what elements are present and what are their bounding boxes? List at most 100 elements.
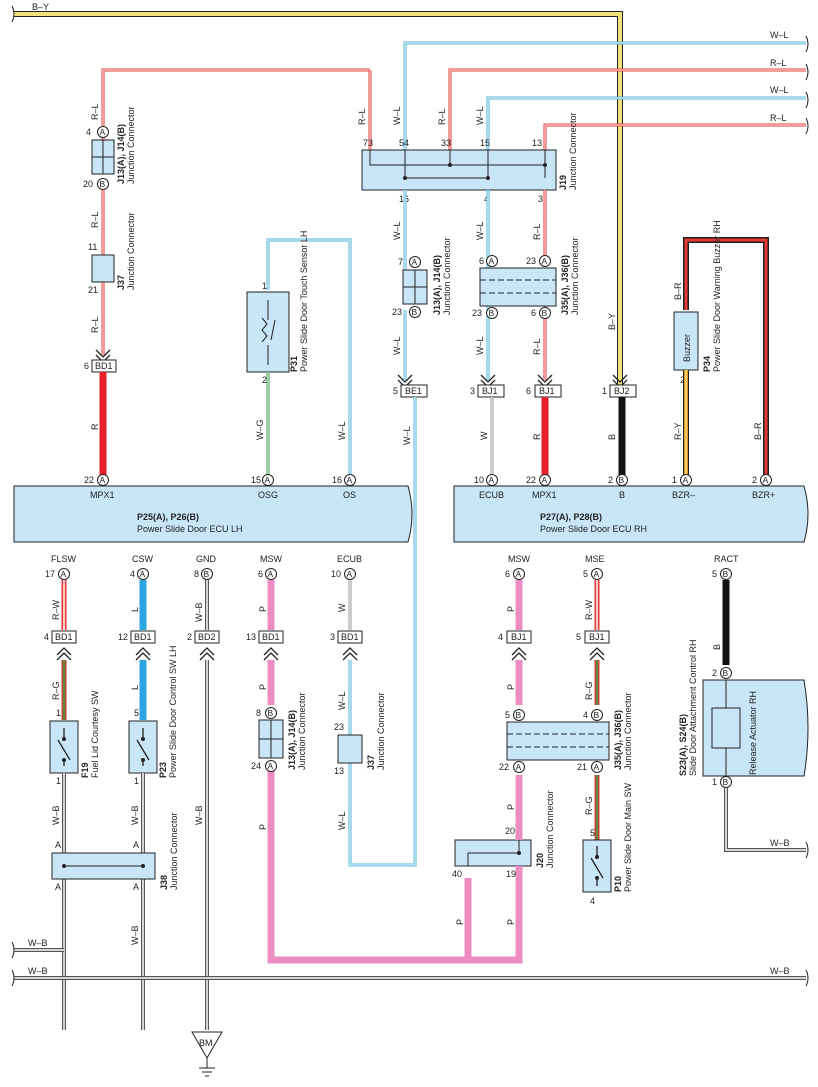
buzzer-label: Buzzer [682, 334, 692, 362]
wire-label: R [532, 433, 542, 440]
pin-label: 1 [56, 708, 61, 718]
wire-label: W–B [28, 966, 48, 976]
splices-lower-left: BD1 4 BD1 12 BD2 2 BD1 13 BD1 3 [44, 630, 363, 661]
pin-label: 5 [583, 569, 588, 579]
wire-label: R–Y [673, 422, 683, 440]
wire-label: W–L [392, 336, 402, 355]
connector-name: Junction Connector [545, 790, 555, 868]
pin-label: 1 [712, 777, 717, 787]
pin-label: 4 [86, 127, 91, 137]
wire-label: R–L [357, 108, 367, 125]
svg-text:A: A [268, 569, 274, 579]
connector-code: J13(A), J14(B) [287, 710, 297, 770]
wire-msw-lh-loop: P P P [258, 660, 472, 964]
wire-label: P [258, 684, 268, 690]
pin-label: A [133, 882, 139, 892]
pin-label: 13 [334, 766, 344, 776]
connector-name: Junction Connector [126, 212, 136, 290]
pin-label: 21 [577, 762, 587, 772]
pin-label: 5 [505, 710, 510, 720]
wire-label: R–L [532, 223, 542, 240]
svg-text:A: A [489, 256, 495, 266]
connector-name: Junction Connector [376, 692, 386, 770]
pin-label: 40 [452, 869, 462, 879]
svg-text:A: A [100, 127, 106, 137]
pin-label: 2 [712, 668, 717, 678]
wire-label: R–L [532, 338, 542, 355]
connector-name: Junction Connector [442, 237, 452, 315]
wire-label: W–G [255, 419, 265, 440]
wire-label: W–L [475, 106, 485, 125]
wire-label-r-l-2: R–L [770, 113, 787, 123]
svg-text:A: A [61, 569, 67, 579]
splice-label: BJ1 [511, 632, 527, 642]
svg-text:A: A [268, 761, 274, 771]
pin-label: 5 [134, 708, 139, 718]
wire-label: W–B [194, 805, 204, 825]
pin-name: MSE [585, 554, 605, 564]
wire-label: W–B [130, 805, 140, 825]
splices-middle-row: BE1 5 BJ1 3 BJ1 6 BJ2 1 [393, 374, 637, 398]
svg-text:A: A [100, 475, 106, 485]
ecu-rh-title: P27(A), P28(B) [540, 512, 602, 522]
splice-label: BD1 [55, 632, 73, 642]
wire-label: R–G [584, 681, 594, 700]
connector-code: J35(A), J36(B) [613, 710, 623, 770]
pin-label: 10 [331, 569, 341, 579]
pin-label: 10 [474, 475, 484, 485]
pin-label: 1 [262, 281, 267, 291]
svg-text:A: A [542, 475, 548, 485]
connector-name: Power Slide Door Touch Sensor LH [299, 231, 309, 372]
splice-label: BJ1 [589, 632, 605, 642]
ecu-rh: P27(A), P28(B) Power Slide Door ECU RH A… [453, 474, 809, 580]
wires-below-j19: W–L W–L W–L W–L R–L R–L [392, 190, 547, 380]
splice-label: BD1 [95, 361, 113, 371]
connector-name: Power Slide Door Main SW [623, 782, 633, 892]
wire-label: W–B [194, 602, 204, 622]
svg-text:B: B [619, 475, 625, 485]
pin-name: RACT [714, 554, 739, 564]
wire-label-w-l-1: W–L [770, 30, 789, 40]
connector-code: J37 [116, 275, 126, 290]
j13-junction-connector-top: A B 4 20 J13(A), J14(B) Junction Connect… [83, 106, 136, 190]
ground-label: BM [199, 1038, 213, 1048]
pin-label: 6 [531, 308, 536, 318]
j13-junction-connector-mid: A B 7 23 J13(A), J14(B) Junction Connect… [392, 237, 452, 318]
pin-label: 23 [526, 256, 536, 266]
pin-label: 3 [330, 632, 335, 642]
wire-label: P [258, 824, 268, 830]
connector-code: P34 [702, 356, 712, 372]
p31-touch-sensor-lh: 1 2 P31 Power Slide Door Touch Sensor LH… [246, 231, 352, 475]
pin-name: BZR+ [752, 490, 775, 500]
ecu-lh: P25(A), P26(B) Power Slide Door ECU LH A… [13, 474, 413, 580]
svg-text:B: B [542, 308, 548, 318]
pin-label: 20 [83, 179, 93, 189]
wire-label: B–R [753, 422, 763, 440]
svg-text:B: B [723, 777, 729, 787]
connector-code: P10 [613, 876, 623, 892]
wire-r-l-bus-2: R–L [543, 113, 806, 150]
pin-label: 3 [470, 386, 475, 396]
pin-label: 4 [498, 632, 503, 642]
wire-r-l-bus-1: R–L [101, 58, 806, 150]
wire-label: W–B [51, 805, 61, 825]
actuator-label: Release Actuator RH [748, 691, 758, 775]
pin-label: 1 [56, 776, 61, 786]
wires-ecu-rh-bottom: P P P P R–W R–G R–G B [471, 580, 730, 964]
pin-label: 13 [246, 632, 256, 642]
pin-label: 6 [258, 569, 263, 579]
connector-code: J37 [366, 755, 376, 770]
wire-label: B [607, 434, 617, 440]
pin-label: 20 [505, 826, 515, 836]
svg-text:A: A [265, 475, 271, 485]
wire-label: L [130, 685, 140, 690]
pin-name: BZR– [672, 490, 695, 500]
pin-label: A [55, 882, 61, 892]
pin-label: 1 [134, 776, 139, 786]
pin-label: 6 [526, 386, 531, 396]
j38-junction-connector: A A A A J38 Junction Connector [51, 812, 179, 892]
wire-label: R–G [584, 796, 594, 815]
connector-code: P31 [289, 356, 299, 372]
connector-code: F19 [80, 762, 90, 778]
splice-label: BJ1 [539, 386, 555, 396]
